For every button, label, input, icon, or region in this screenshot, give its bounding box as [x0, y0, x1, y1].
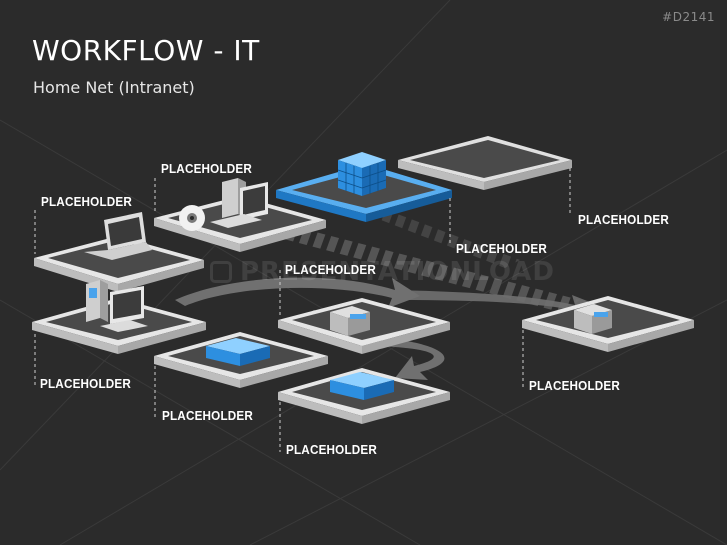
server-rack-icon — [330, 306, 370, 336]
slide-code: #D2141 — [662, 10, 715, 24]
watermark: PRESENTATIONLOAD — [210, 257, 555, 287]
server-array-icon — [206, 338, 270, 366]
desktop-computer-icon — [210, 178, 268, 228]
platform-laptop — [34, 236, 204, 292]
slide-title: WORKFLOW - IT — [32, 34, 260, 67]
data-link-strips — [280, 200, 580, 312]
server-array-icon-center — [330, 372, 394, 400]
desktop-server-icon — [86, 280, 148, 332]
laptop-icon — [84, 212, 152, 260]
label-workstation: PLACEHOLDER — [161, 161, 253, 176]
label-desktop-left: PLACEHOLDER — [40, 376, 132, 391]
platform-top-right — [398, 136, 572, 190]
label-center: PLACEHOLDER — [285, 262, 377, 277]
slide-subtitle: Home Net (Intranet) — [33, 78, 195, 97]
cd-disc-icon — [179, 205, 205, 231]
leader-lines — [34, 168, 571, 452]
server-cube-icon — [337, 152, 387, 196]
label-server-bottom-left: PLACEHOLDER — [162, 408, 254, 423]
label-top-right: PLACEHOLDER — [578, 212, 670, 227]
label-laptop: PLACEHOLDER — [41, 194, 133, 209]
server-rack-icon-right — [574, 304, 612, 334]
label-server-bottom-center: PLACEHOLDER — [286, 442, 378, 457]
label-server-right: PLACEHOLDER — [529, 378, 621, 393]
label-hub: PLACEHOLDER — [456, 241, 548, 256]
watermark-logo-icon — [210, 261, 232, 283]
